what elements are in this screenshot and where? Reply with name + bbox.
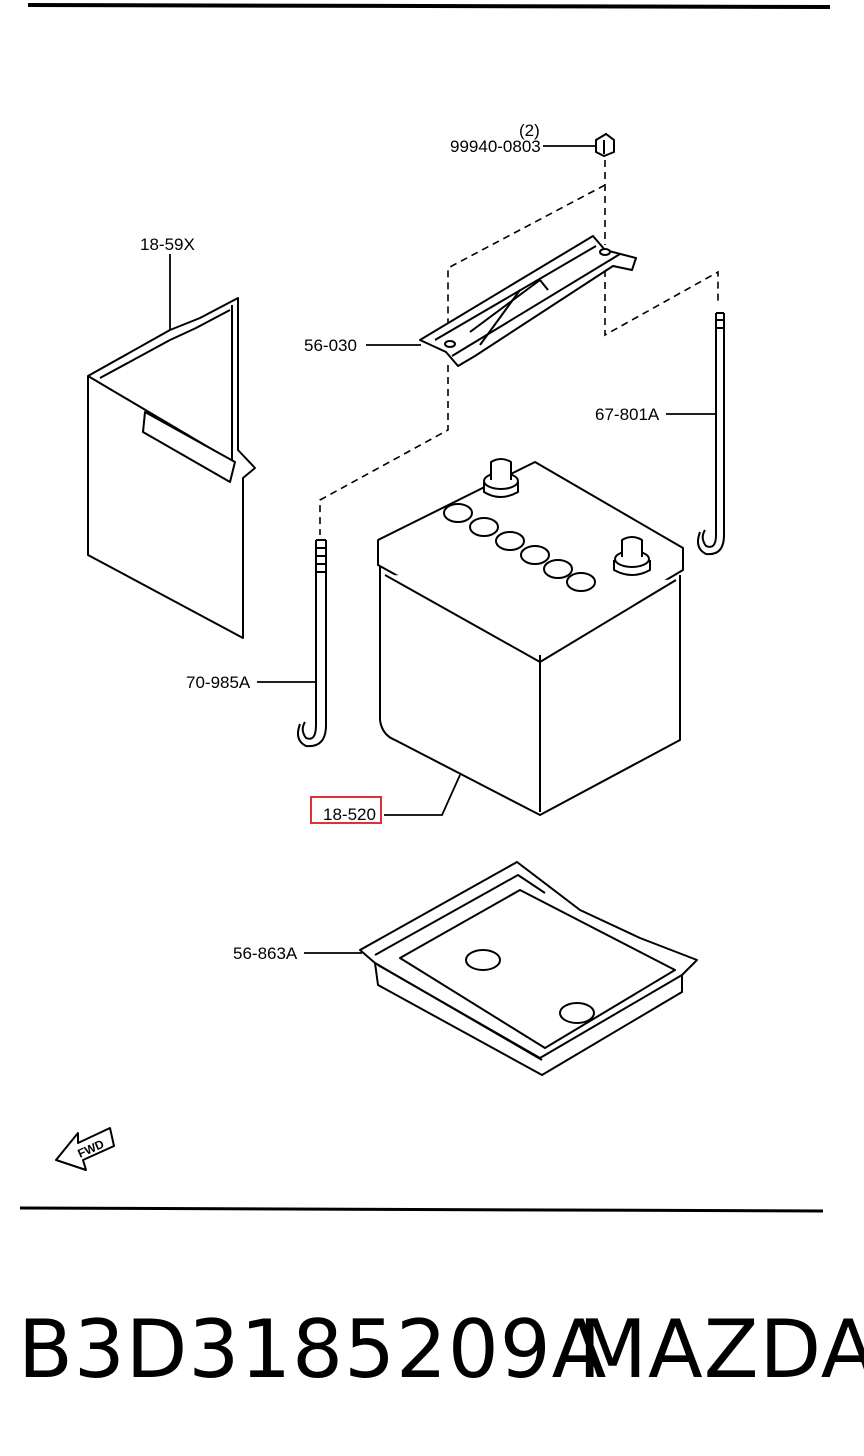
nut-qty-label: (2) xyxy=(519,121,540,140)
battery-cover xyxy=(87,297,256,639)
battery-tray xyxy=(359,861,698,1076)
nut-part xyxy=(595,132,615,158)
fwd-arrow-icon xyxy=(55,1127,115,1171)
bottom-border xyxy=(19,1206,824,1213)
cover-label: 18-59X xyxy=(140,235,195,254)
part-number: B3D3185209A xyxy=(18,1303,608,1396)
battery xyxy=(377,458,684,816)
brand-name: MAZDA xyxy=(578,1303,864,1396)
rod-left xyxy=(297,539,327,748)
footer: B3D3185209A MAZDA xyxy=(18,1300,864,1400)
rod-left-label: 70-985A xyxy=(186,673,251,692)
clamp-label: 56-030 xyxy=(304,336,357,355)
rod-right xyxy=(697,312,725,556)
tray-label: 56-863A xyxy=(233,944,298,963)
battery-label: 18-520 xyxy=(323,805,376,824)
battery-leader xyxy=(384,774,461,816)
top-border xyxy=(27,3,831,9)
clamp-bracket xyxy=(419,235,637,367)
rod-right-label: 67-801A xyxy=(595,405,660,424)
assembly-guide-lines xyxy=(319,160,719,535)
nut-label: 99940-0803 xyxy=(450,137,541,156)
battery-label-highlight xyxy=(310,796,382,824)
